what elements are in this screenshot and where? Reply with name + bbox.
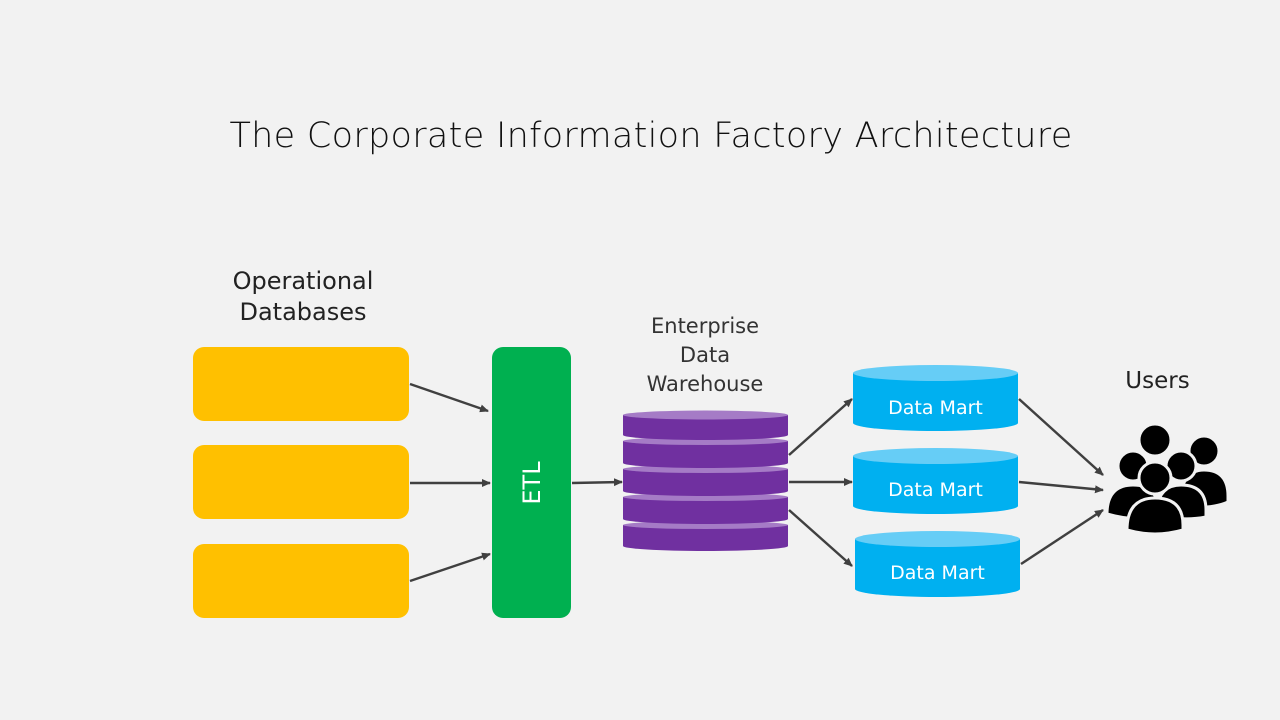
arrow-mart2-to-users — [1018, 480, 1104, 494]
diagram-title: The Corporate Information Factory Archit… — [229, 116, 1073, 156]
data-mart-1-label: Data Mart — [888, 397, 983, 419]
arrow-warehouse-to-mart1 — [788, 398, 853, 456]
label-line: Warehouse — [646, 372, 764, 396]
label-line: Data — [679, 343, 731, 367]
arrow-warehouse-to-mart3 — [788, 509, 853, 567]
warehouse-disk — [623, 465, 788, 496]
enterprise-data-warehouse-icon — [623, 410, 788, 551]
arrow-etl-to-warehouse — [571, 478, 623, 487]
warehouse-disk — [623, 493, 788, 524]
label-line: Databases — [239, 298, 367, 326]
data-mart-3-icon — [855, 531, 1020, 597]
operational-database-3 — [193, 544, 409, 618]
operational-database-1 — [193, 347, 409, 421]
etl-block: ETL — [492, 347, 571, 618]
operational-databases-label: Operational Databases — [193, 266, 413, 328]
enterprise-data-warehouse-label: Enterprise Data Warehouse — [605, 312, 805, 399]
arrow-opdb1-to-etl — [409, 382, 489, 413]
data-mart-3-label: Data Mart — [890, 562, 985, 584]
data-mart-2-label: Data Mart — [888, 479, 983, 501]
operational-database-2 — [193, 445, 409, 519]
data-mart-2-icon — [853, 448, 1018, 514]
warehouse-disk — [623, 521, 788, 551]
warehouse-disk — [623, 437, 788, 468]
users-label: Users — [1125, 368, 1190, 394]
data-mart-1-icon — [853, 365, 1018, 431]
label-line: Enterprise — [650, 314, 760, 338]
arrow-opdb3-to-etl — [409, 552, 491, 583]
arrow-mart3-to-users — [1020, 508, 1104, 566]
label-line: Operational — [232, 267, 374, 295]
users-group-icon — [1105, 422, 1230, 536]
warehouse-disk — [623, 410, 788, 440]
arrow-mart1-to-users — [1018, 398, 1104, 476]
